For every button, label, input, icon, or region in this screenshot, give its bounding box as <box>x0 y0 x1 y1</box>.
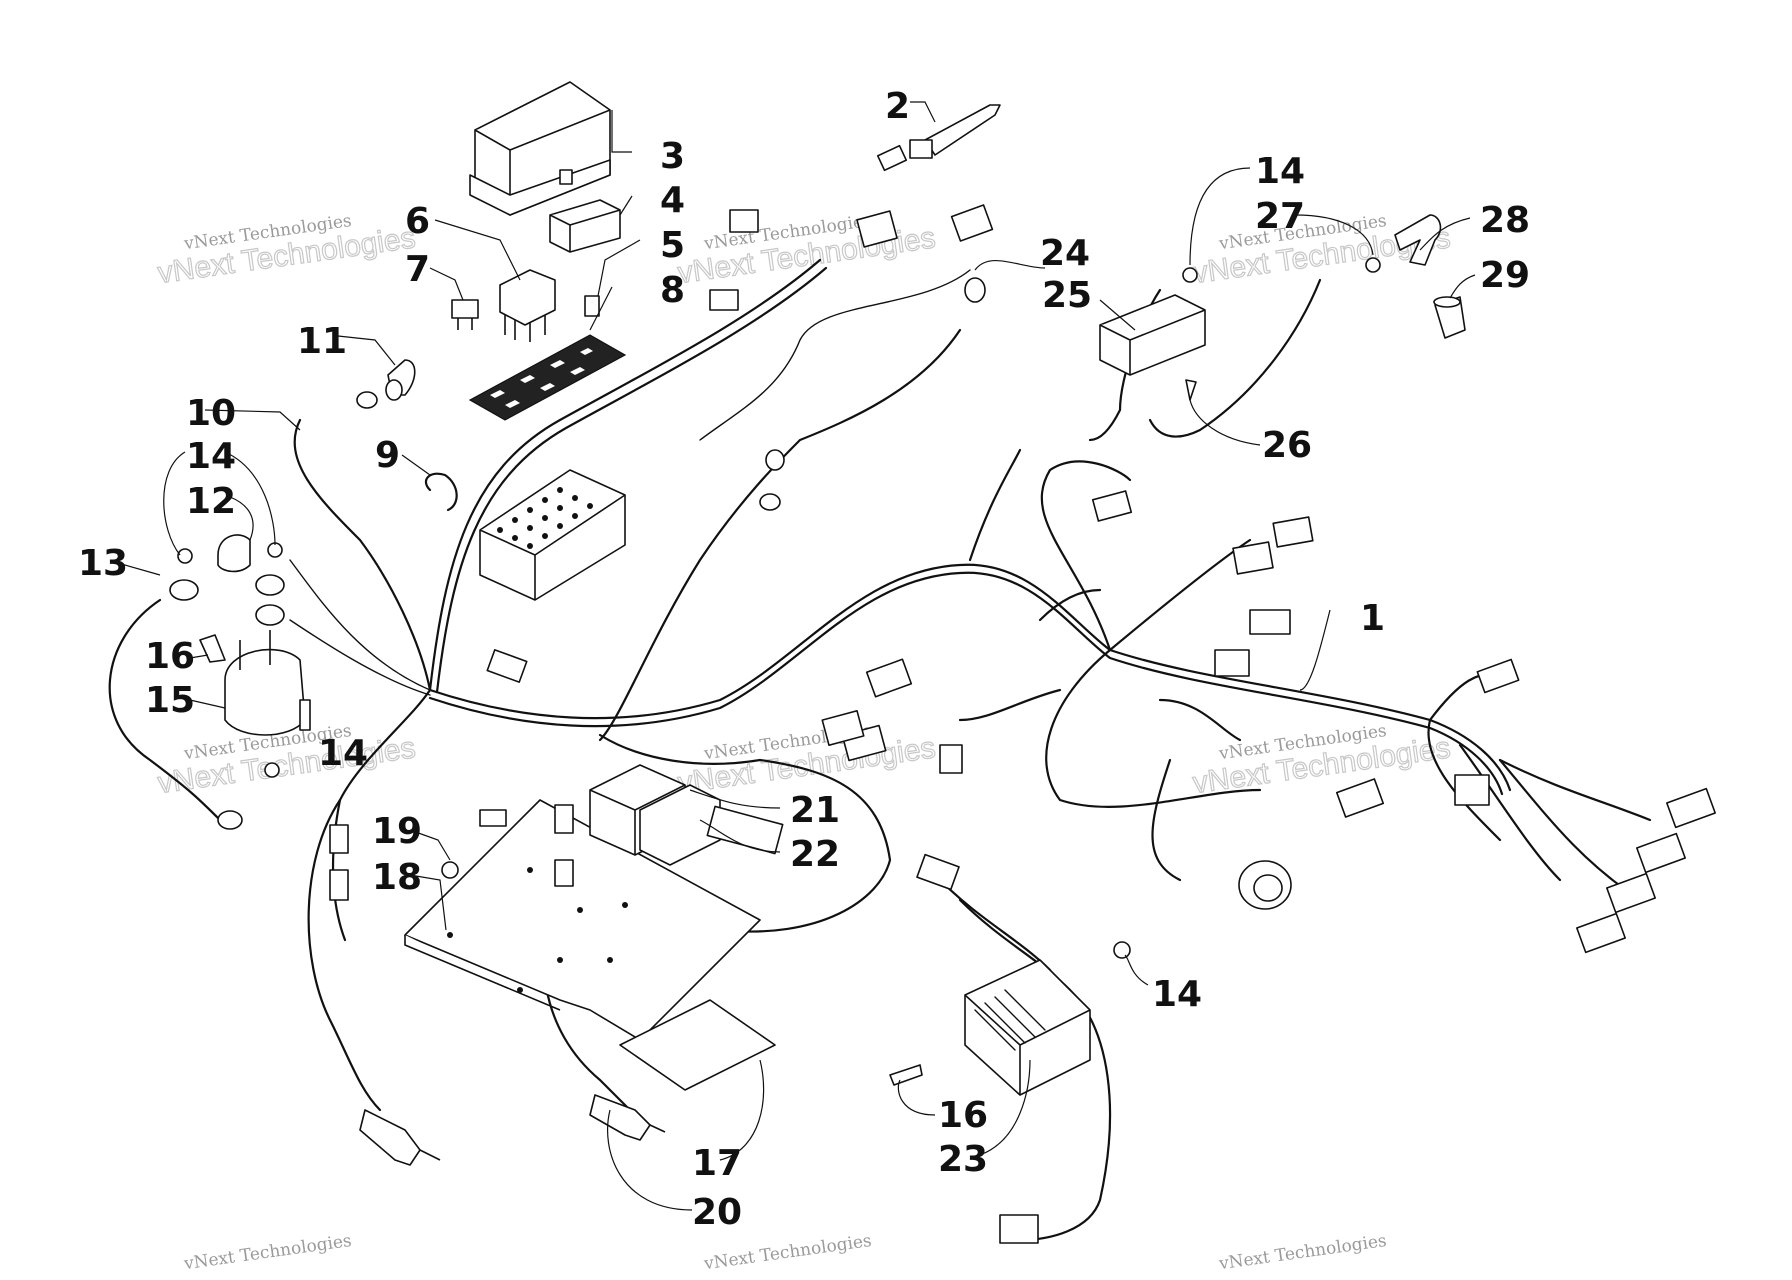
callout-12: 12 <box>186 481 236 522</box>
callout-14d: 14 <box>1152 974 1202 1015</box>
fuse-panel <box>468 334 627 421</box>
watermark-1: vNext Technologies vNext Technologies <box>155 211 418 291</box>
callout-11: 11 <box>297 321 347 362</box>
hardware <box>177 257 1381 1086</box>
callout-2: 2 <box>885 86 910 127</box>
watermark-6: vNext Technologies vNext Technologies <box>1190 721 1453 801</box>
mounting-plate <box>404 799 761 1041</box>
watermark-2: vNext Technologies vNext Technologies <box>675 211 938 291</box>
junction-box <box>479 469 626 601</box>
relay-4 <box>549 199 621 253</box>
callout-14a: 14 <box>186 436 236 477</box>
callout-16a: 16 <box>145 636 195 677</box>
connectors <box>329 144 1716 1244</box>
callout-10: 10 <box>186 393 236 434</box>
callout-7: 7 <box>405 249 430 290</box>
relay-6 <box>499 269 556 342</box>
callout-22: 22 <box>790 834 840 875</box>
callout-29: 29 <box>1480 255 1530 296</box>
voltage-regulator <box>964 959 1091 1096</box>
terminal-cap-11 <box>385 359 416 401</box>
callout-9: 9 <box>375 435 400 476</box>
terminal-cap-12 <box>217 534 251 573</box>
sensor-2 <box>909 104 1001 159</box>
starter-solenoid <box>224 630 311 736</box>
circlip-9 <box>424 472 458 512</box>
oxygen-sensor-left <box>359 1109 441 1166</box>
callout-13: 13 <box>78 543 128 584</box>
instruction-sheet <box>619 999 776 1091</box>
callout-18: 18 <box>372 857 422 898</box>
indicator-bulb <box>1238 860 1292 910</box>
oxygen-sensor-right <box>589 1094 666 1141</box>
watermark-9: vNext Technologies <box>1217 1231 1388 1274</box>
callout-23: 23 <box>938 1139 988 1180</box>
spark-plug-cap <box>1394 214 1442 266</box>
callouts: 1 2 3 4 5 6 7 8 9 10 11 12 13 14 14 14 1… <box>78 86 1530 1233</box>
watermark-4: vNext Technologies vNext Technologies <box>155 721 418 801</box>
callout-26: 26 <box>1262 425 1312 466</box>
callout-8: 8 <box>660 270 685 311</box>
callout-27: 27 <box>1255 196 1305 237</box>
callout-4: 4 <box>660 180 685 221</box>
callout-19: 19 <box>372 811 422 852</box>
leader-lines <box>117 101 1476 1211</box>
watermark-7: vNext Technologies <box>182 1231 353 1274</box>
callout-1: 1 <box>1360 598 1385 639</box>
callout-20: 20 <box>692 1192 742 1233</box>
ring-terminals <box>169 277 986 830</box>
callout-21: 21 <box>790 790 840 831</box>
callout-5: 5 <box>660 225 685 266</box>
callout-25: 25 <box>1042 275 1092 316</box>
fuse-7 <box>451 299 479 330</box>
watermark-8: vNext Technologies <box>702 1231 873 1274</box>
callout-16b: 16 <box>938 1095 988 1136</box>
module-22 <box>639 784 721 866</box>
watermark-5: vNext Technologies vNext Technologies <box>675 721 938 801</box>
callout-3: 3 <box>660 136 685 177</box>
watermark-text: vNext Technologies <box>1217 1231 1388 1274</box>
watermark-3: vNext Technologies vNext Technologies <box>1190 211 1453 291</box>
watermark-text: vNext Technologies <box>702 1231 873 1274</box>
callout-17: 17 <box>692 1143 742 1184</box>
callout-14b: 14 <box>318 733 368 774</box>
callout-24: 24 <box>1040 233 1090 274</box>
fuse-box-cover <box>469 81 611 216</box>
callout-14c: 14 <box>1255 151 1305 192</box>
callout-6: 6 <box>405 201 430 242</box>
fuse-5 <box>584 295 600 317</box>
callout-15: 15 <box>145 680 195 721</box>
watermark-text: vNext Technologies <box>182 1231 353 1274</box>
callout-28: 28 <box>1480 200 1530 241</box>
control-box-25 <box>1099 294 1206 376</box>
cap-29 <box>1433 296 1466 339</box>
